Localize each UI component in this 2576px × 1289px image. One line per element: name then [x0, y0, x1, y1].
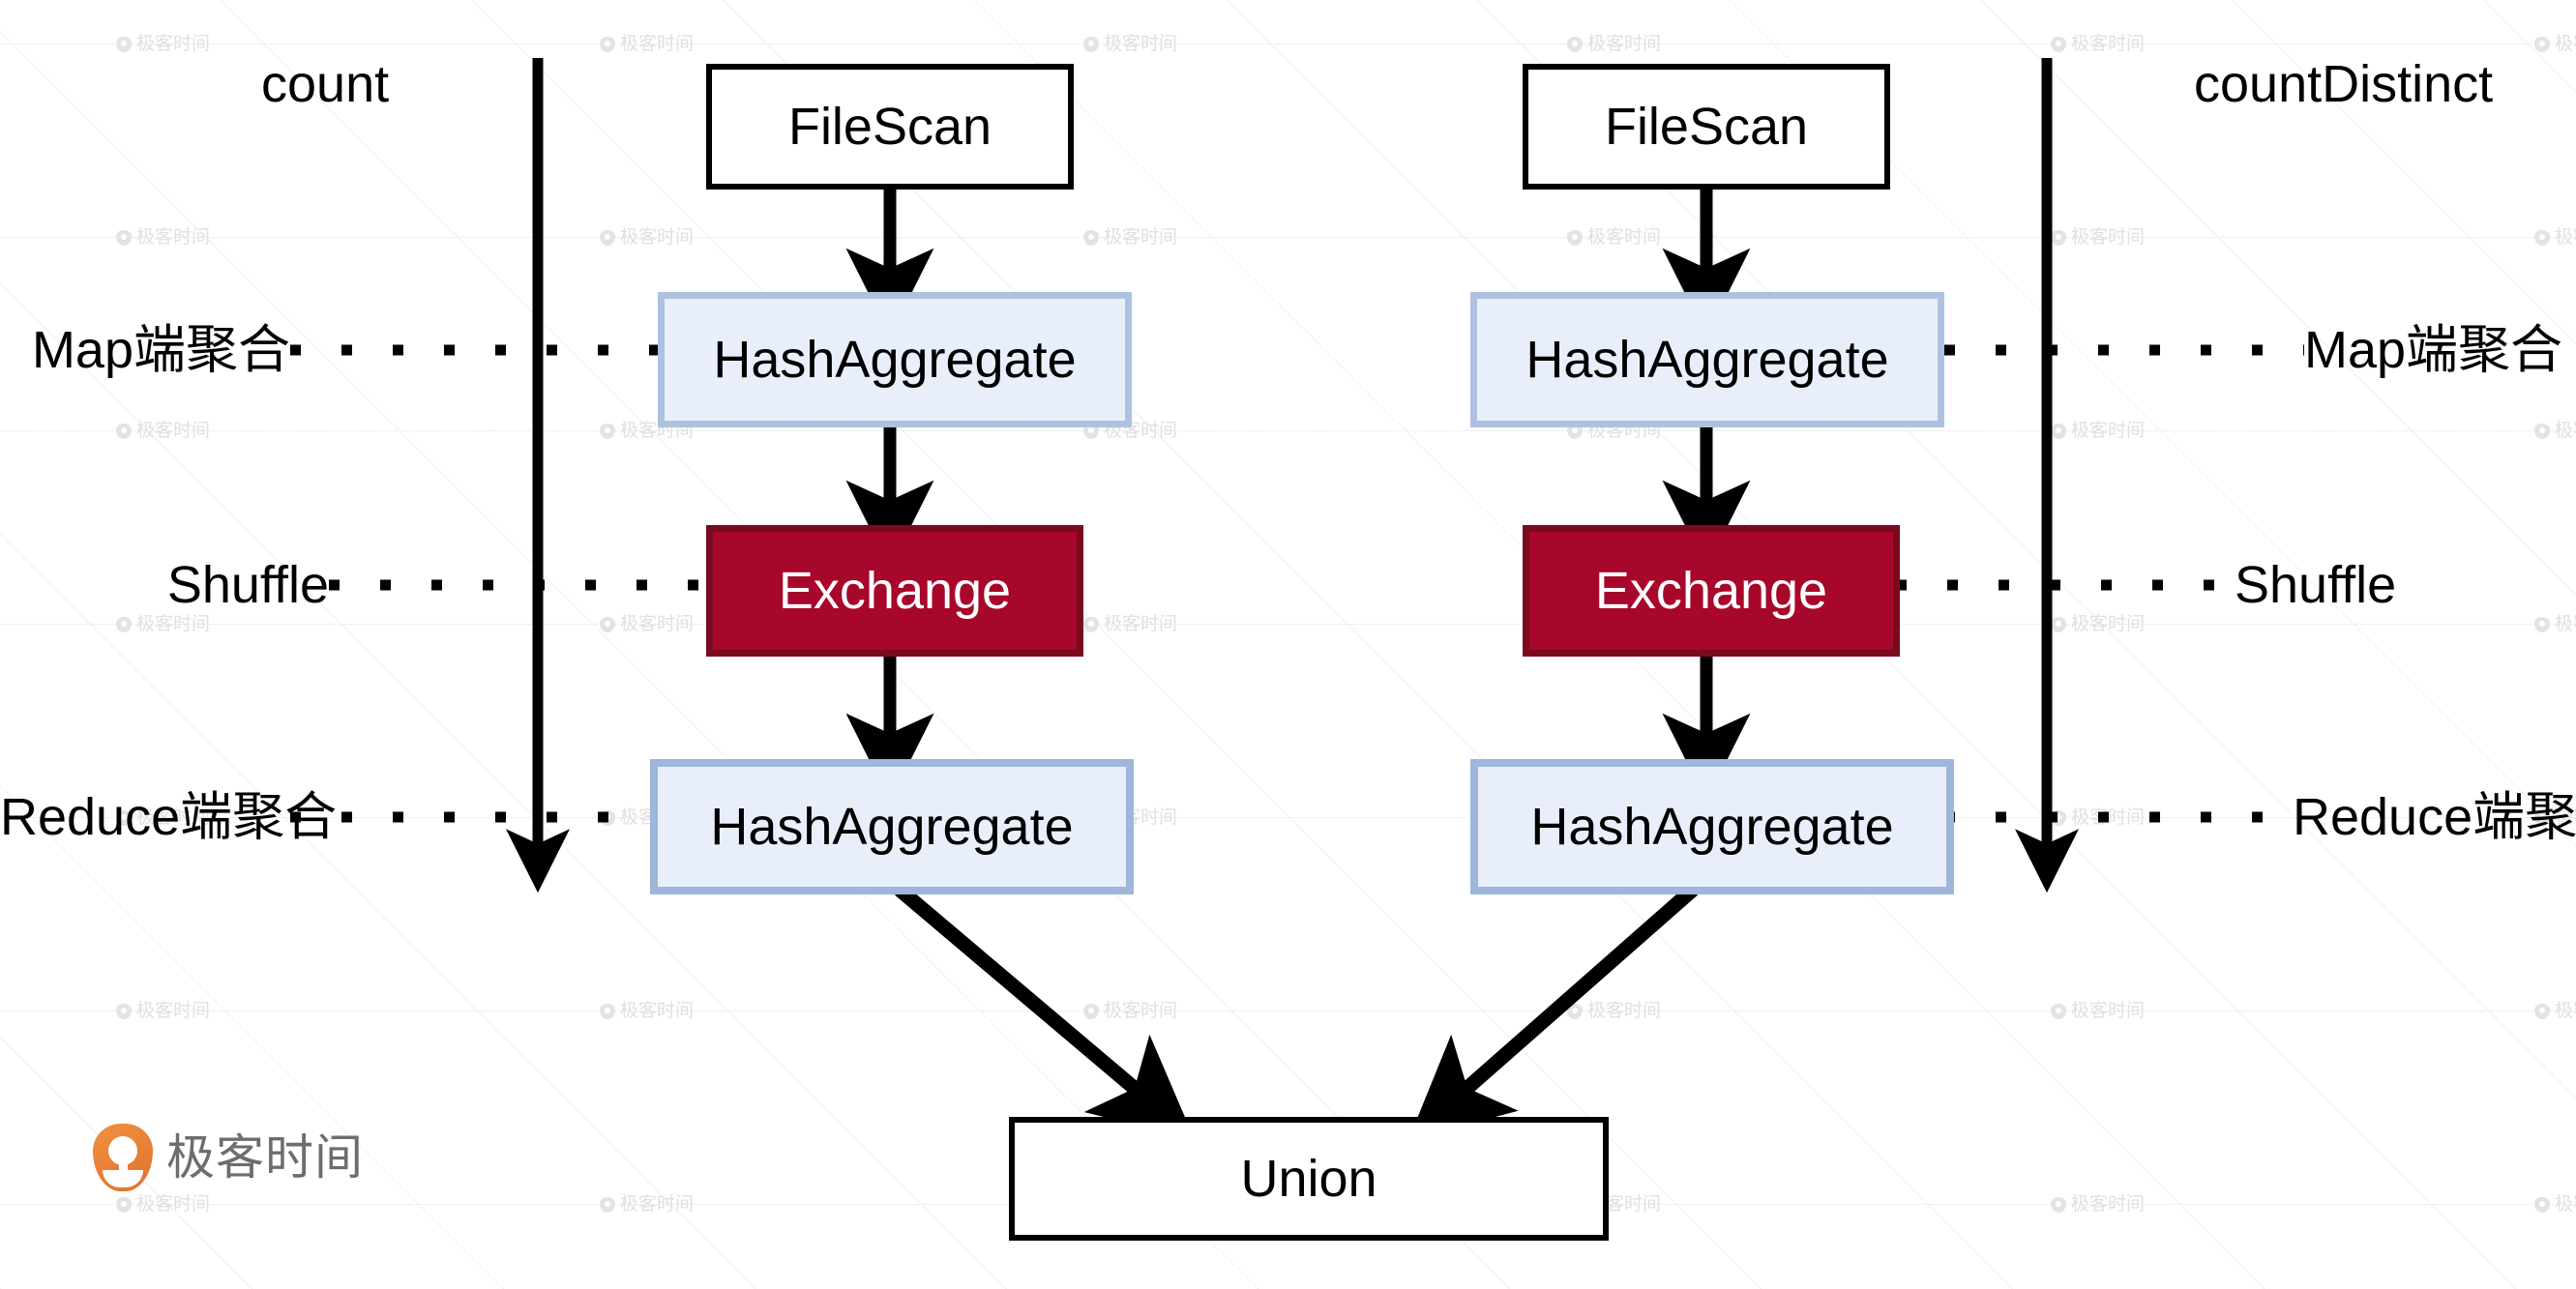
geekbang-pin-icon	[93, 1124, 153, 1191]
node-label: HashAggregate	[1530, 798, 1894, 856]
watermark-hatch	[2232, 0, 2576, 1289]
node-right-filescan[interactable]: FileScan	[1523, 64, 1890, 190]
watermark-rule	[0, 430, 2576, 432]
node-left-hashaggregate-map[interactable]: HashAggregate	[658, 292, 1132, 427]
watermark-mark: 极客时间	[2534, 1195, 2576, 1214]
right-stage-label-map: Map端聚合	[2304, 321, 2563, 379]
watermark-mark: 极客时间	[1083, 228, 1177, 247]
watermark-mark: 极客时间	[116, 228, 210, 247]
arrow-left-hash-to-union	[895, 884, 1195, 1139]
node-left-exchange[interactable]: Exchange	[706, 525, 1083, 657]
watermark-mark: 极客时间	[1083, 615, 1177, 633]
watermark-mark: 极客时间	[2051, 808, 2145, 827]
arrow-right-hash-to-union	[1408, 884, 1698, 1140]
node-right-hashaggregate-reduce[interactable]: HashAggregate	[1470, 759, 1954, 894]
watermark-mark: 极客时间	[600, 1002, 694, 1020]
watermark-hatch	[2483, 0, 2576, 1289]
watermark-mark: 极客时间	[116, 422, 210, 440]
watermark-mark: 极客时间	[2051, 615, 2145, 633]
right-stage-label-shuffle: Shuffle	[2235, 556, 2397, 614]
watermark-mark: 极客时间	[116, 1195, 210, 1214]
watermark-hatch	[220, 0, 2258, 1289]
left-stage-label-reduce: Reduce端聚合	[0, 788, 338, 846]
watermark-rule	[0, 817, 2576, 819]
node-right-hashaggregate-map[interactable]: HashAggregate	[1470, 292, 1944, 427]
node-right-exchange[interactable]: Exchange	[1523, 525, 1900, 657]
watermark-mark: 极客时间	[2051, 228, 2145, 247]
watermark-mark: 极客时间	[600, 228, 694, 247]
watermark-mark: 极客时间	[2051, 422, 2145, 440]
brand-logo-text: 极客时间	[166, 1129, 364, 1186]
watermark-rule	[0, 624, 2576, 626]
watermark-rule	[0, 1011, 2576, 1012]
watermark-mark: 极客时间	[600, 35, 694, 53]
node-left-hashaggregate-reduce[interactable]: HashAggregate	[650, 759, 1134, 894]
node-label: Exchange	[778, 562, 1012, 620]
watermark-mark: 极客时间	[2534, 35, 2576, 53]
watermark-mark: 极客时间	[1083, 1002, 1177, 1020]
watermark-mark: 极客时间	[2534, 615, 2576, 633]
node-left-filescan[interactable]: FileScan	[706, 64, 1074, 190]
watermark-hatch	[1980, 0, 2576, 1289]
watermark-rule	[0, 44, 2576, 45]
watermark-rule	[0, 237, 2576, 239]
watermark-mark: 极客时间	[1567, 228, 1661, 247]
watermark-mark: 极客时间	[2051, 35, 2145, 53]
node-label: Union	[1240, 1150, 1377, 1208]
watermark-mark: 极客时间	[600, 615, 694, 633]
node-label: Exchange	[1594, 562, 1828, 620]
watermark-mark: 极客时间	[1083, 35, 1177, 53]
watermark-mark: 极客时间	[116, 1002, 210, 1020]
watermark-mark: 极客时间	[2534, 422, 2576, 440]
watermark-mark: 极客时间	[116, 615, 210, 633]
watermark-mark: 极客时间	[2051, 1195, 2145, 1214]
watermark-mark: 极客时间	[1567, 35, 1661, 53]
node-label: HashAggregate	[713, 331, 1077, 389]
left-stage-label-shuffle: Shuffle	[166, 556, 329, 614]
watermark-hatch	[1226, 0, 2576, 1289]
watermark-mark: 极客时间	[2534, 1002, 2576, 1020]
watermark-mark: 极客时间	[116, 35, 210, 53]
watermark-mark: 极客时间	[600, 1195, 694, 1214]
brand-logo: 极客时间	[93, 1124, 364, 1191]
right-axis-label: countDistinct	[2194, 55, 2494, 113]
node-union[interactable]: Union	[1009, 1117, 1609, 1241]
left-axis-label: count	[261, 55, 390, 113]
node-label: HashAggregate	[710, 798, 1074, 856]
watermark-mark: 极客时间	[1567, 1002, 1661, 1020]
node-label: HashAggregate	[1525, 331, 1889, 389]
right-stage-label-reduce: Reduce端聚合	[2293, 788, 2576, 846]
watermark-mark: 极客时间	[2534, 228, 2576, 247]
left-stage-label-map: Map端聚合	[31, 321, 290, 379]
node-label: FileScan	[787, 98, 992, 156]
watermark-mark: 极客时间	[2051, 1002, 2145, 1020]
watermark-hatch	[0, 0, 749, 1289]
node-label: FileScan	[1604, 98, 1809, 156]
